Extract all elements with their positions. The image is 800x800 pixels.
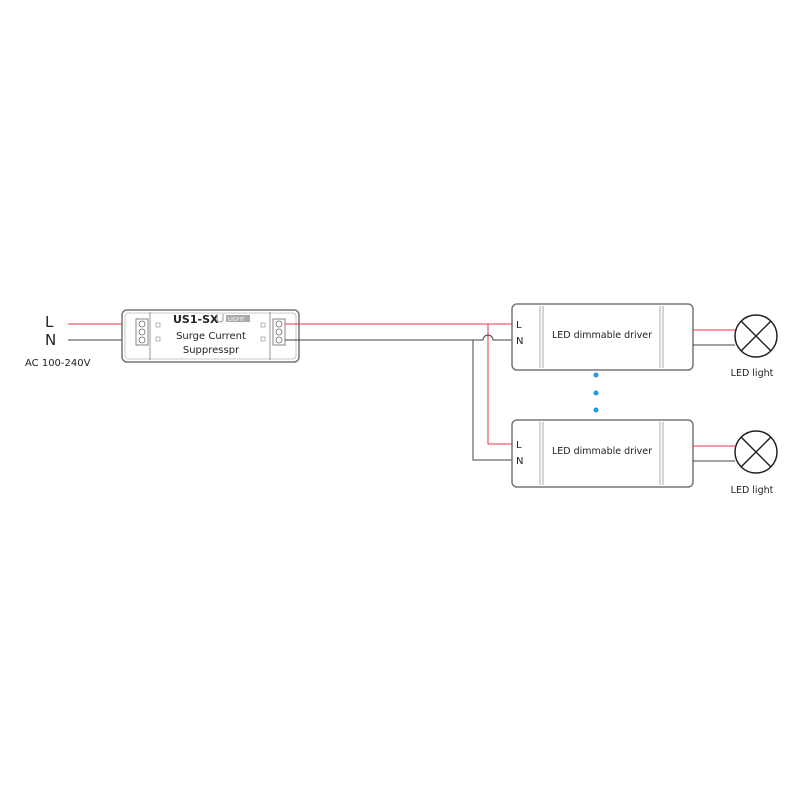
input-n-label: N: [45, 331, 56, 349]
led-driver-2: L N LED dimmable driver: [511, 419, 694, 488]
continuation-dots: [593, 372, 599, 413]
driver-2-n-label: N: [516, 456, 523, 467]
brand-logo-text: LIGHT: [228, 317, 245, 323]
neutral-branch: [472, 340, 512, 461]
lamp-2-label: LED light: [731, 485, 774, 496]
led-driver-1: L N LED dimmable driver: [511, 303, 694, 371]
surge-suppressor: US1-SX LIGHT Surge Current Suppresspr: [121, 309, 300, 363]
driver-2-label: LED dimmable driver: [552, 446, 652, 457]
driver-1-n-label: N: [516, 336, 523, 347]
output-terminal-block: [272, 318, 286, 346]
driver-2-l-label: L: [516, 440, 522, 451]
suppressor-model: US1-SX: [173, 313, 219, 326]
led-lamp-1-icon: [734, 314, 778, 358]
brand-logo: LIGHT: [216, 314, 250, 323]
input-voltage-label: AC 100-240V: [25, 358, 91, 369]
driver-1-label: LED dimmable driver: [552, 330, 652, 341]
neutral-bus: [285, 334, 512, 341]
led-lamp-2-icon: [734, 430, 778, 474]
input-terminal-block: [135, 318, 149, 346]
lamp-1-label: LED light: [731, 368, 774, 379]
suppressor-name-line2: Suppresspr: [183, 345, 240, 356]
suppressor-name-line1: Surge Current: [176, 331, 246, 342]
input-l-label: L: [45, 313, 54, 331]
live-branch: [487, 324, 512, 445]
driver-1-l-label: L: [516, 320, 522, 331]
